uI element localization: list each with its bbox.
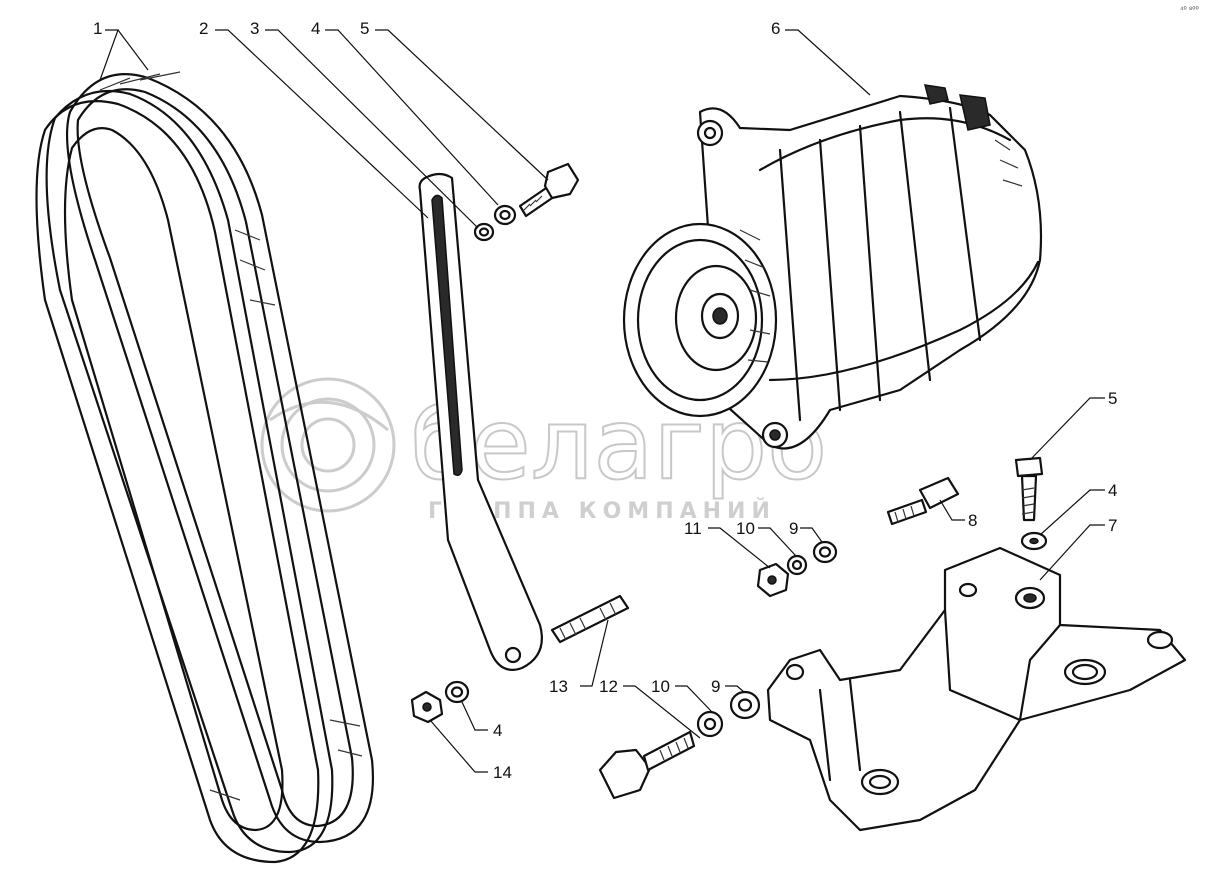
- washer-10-bottom: [696, 710, 724, 738]
- callout-3: 3: [250, 19, 259, 38]
- bolt-5-top: [518, 162, 580, 218]
- stud-13: [550, 594, 630, 644]
- washer-10-top: [786, 554, 808, 576]
- v-belt-pair: [35, 71, 374, 864]
- leader-lines: [99, 29, 1105, 773]
- callout-10-top: 10: [736, 519, 755, 538]
- callout-4-bottom: 4: [493, 721, 502, 740]
- washer-9-bottom: [729, 690, 761, 720]
- callout-2: 2: [199, 19, 208, 38]
- callout-10-bottom: 10: [651, 677, 670, 696]
- callout-9-bottom: 9: [711, 677, 720, 696]
- nut-14: [410, 690, 444, 724]
- callout-13: 13: [549, 677, 568, 696]
- mounting-bracket: [766, 546, 1187, 832]
- bolt-12: [598, 730, 696, 800]
- callout-9-top: 9: [789, 519, 798, 538]
- washer-4-right: [1020, 531, 1048, 551]
- stud-8: [886, 476, 960, 526]
- callout-12: 12: [599, 677, 618, 696]
- washer-3: [473, 222, 495, 242]
- washer-4-top: [493, 204, 517, 226]
- nut-11: [756, 562, 790, 598]
- callout-4-right: 4: [1108, 481, 1117, 500]
- callout-5-top: 5: [360, 19, 369, 38]
- callout-7: 7: [1108, 516, 1117, 535]
- callout-4-top: 4: [311, 19, 320, 38]
- washer-9-top: [812, 540, 838, 564]
- corner-mark: ⁴⁰ ⁸⁰⁰: [1180, 5, 1199, 14]
- callout-labels: 1 2 3 4 5 6 5 4 7 8 11 10 9 13 12 10 9 4…: [93, 19, 1117, 782]
- callout-11: 11: [684, 519, 702, 538]
- bolt-5-right: [1014, 456, 1044, 522]
- callout-1: 1: [93, 19, 102, 38]
- washer-4-bottom: [444, 680, 470, 704]
- adjusting-bar: [418, 172, 543, 671]
- callout-5-right: 5: [1108, 389, 1117, 408]
- callout-6: 6: [771, 19, 780, 38]
- callout-14: 14: [493, 763, 512, 782]
- alternator: [622, 84, 1043, 450]
- callout-8: 8: [968, 511, 977, 530]
